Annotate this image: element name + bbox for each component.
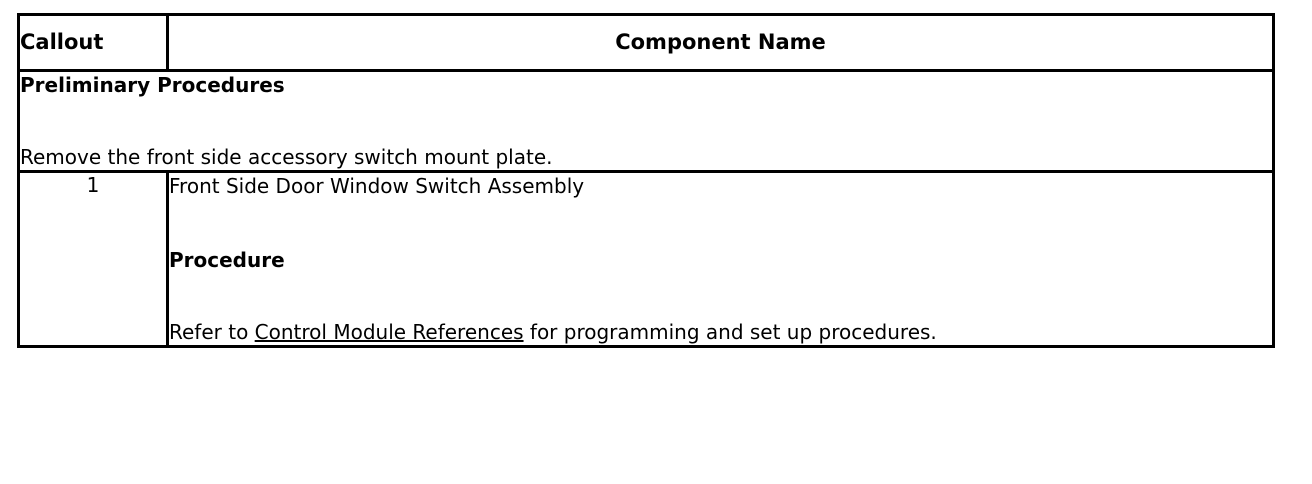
component-details-cell: Front Side Door Window Switch Assembly P… (166, 170, 1275, 348)
preliminary-procedures-row: Preliminary Procedures Remove the front … (17, 69, 1275, 173)
component-name-text: Front Side Door Window Switch Assembly (169, 174, 585, 198)
table-header-row: Callout Component Name (17, 13, 1275, 72)
preliminary-procedures-cell: Preliminary Procedures Remove the front … (17, 69, 1275, 173)
preliminary-procedures-title: Preliminary Procedures (20, 73, 285, 97)
callout-table: Callout Component Name Preliminary Proce… (17, 13, 1275, 348)
column-header-callout: Callout (17, 13, 169, 72)
procedure-description: Refer to Control Module References for p… (169, 319, 1272, 345)
table-row: 1 Front Side Door Window Switch Assembly… (17, 170, 1275, 348)
preliminary-procedures-text: Remove the front side accessory switch m… (20, 145, 553, 169)
procedure-text-after: for programming and set up procedures. (523, 320, 937, 344)
procedure-label: Procedure (169, 248, 285, 272)
control-module-references-link[interactable]: Control Module References (254, 320, 524, 344)
column-header-component-name: Component Name (166, 13, 1275, 72)
table-header: Callout Component Name (17, 13, 1275, 72)
callout-number: 1 (17, 170, 169, 348)
procedure-text-before: Refer to (169, 320, 255, 344)
table-body: Preliminary Procedures Remove the front … (17, 69, 1275, 348)
